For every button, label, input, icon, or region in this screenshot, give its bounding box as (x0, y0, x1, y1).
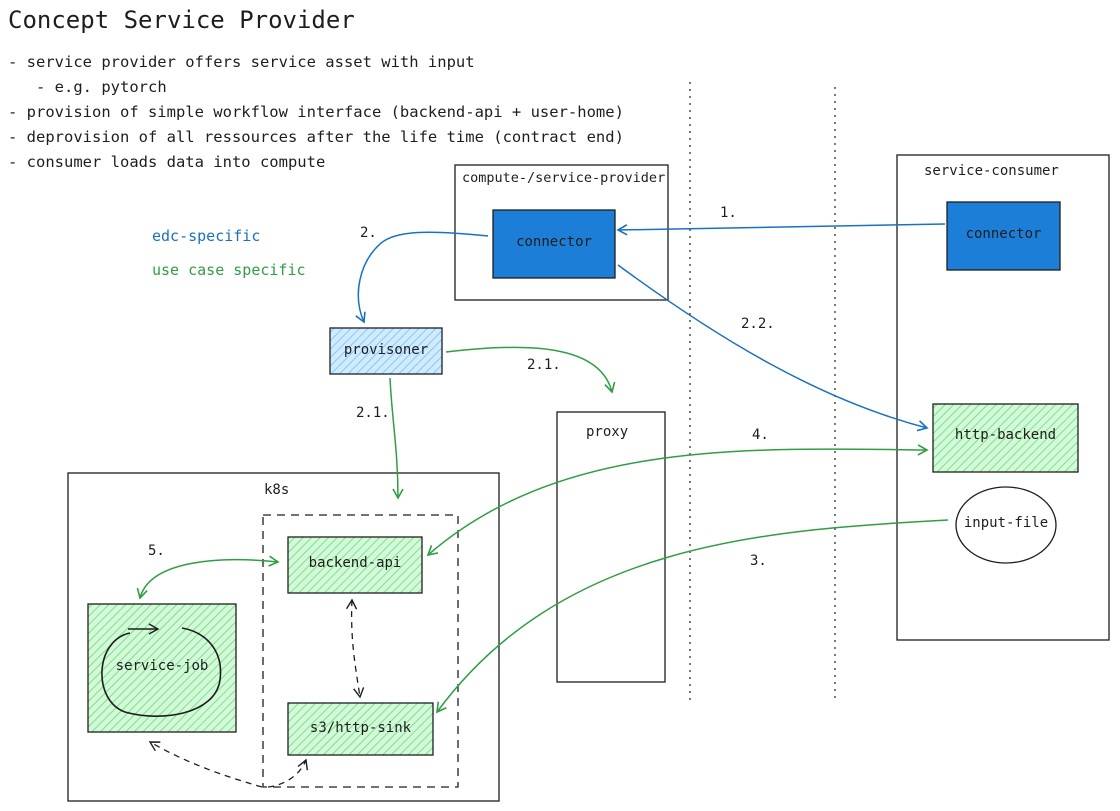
edge-step-1 (616, 223, 946, 236)
note-item: - service provider offers service asset … (8, 53, 475, 71)
edge-step-4 (426, 444, 929, 557)
loop-icon (101, 627, 222, 717)
input-file-label: input-file (963, 515, 1049, 531)
edge-to-service-job (148, 741, 263, 788)
backend-api-box[interactable] (287, 536, 423, 594)
page-title: Concept Service Provider (8, 6, 355, 34)
edge-step-2-1-k8s (389, 377, 404, 500)
notes-list: - service provider offers service asset … (8, 50, 624, 175)
step-label-3: 3. (750, 553, 767, 569)
provisioner-box[interactable] (329, 327, 443, 375)
note-item: - deprovision of all ressources after th… (8, 128, 624, 146)
consumer-connector-box[interactable] (946, 201, 1061, 271)
provider-container-label: compute-/service-provider (462, 170, 666, 186)
legend-edc-specific: edc-specific (152, 227, 261, 245)
provisioner-label: provisoner (343, 342, 429, 358)
service-job-label: service-job (115, 658, 209, 674)
http-backend-label: http-backend (954, 427, 1057, 443)
backend-api-label: backend-api (308, 555, 402, 571)
consumer-container (896, 154, 1110, 641)
k8s-label: k8s (264, 482, 290, 498)
edge-step-5 (136, 555, 280, 600)
provider-connector-label: connector (516, 234, 592, 250)
sink-box[interactable] (287, 702, 434, 756)
step-label-5: 5. (148, 543, 165, 559)
consumer-container-label: service-consumer (924, 163, 1059, 179)
edge-step-2 (355, 231, 489, 324)
legend-use-case-specific: use case specific (152, 261, 306, 279)
step-label-2-1: 2.1. (527, 357, 561, 373)
input-file-node[interactable] (955, 486, 1057, 564)
edge-step-3 (436, 519, 949, 714)
http-backend-box[interactable] (932, 403, 1079, 473)
note-item: - consumer loads data into compute (8, 153, 326, 171)
service-job-box[interactable] (87, 603, 237, 733)
edge-api-sink (345, 598, 365, 699)
step-label-2-1: 2.1. (356, 405, 390, 421)
proxy-box[interactable] (556, 411, 666, 683)
step-label-4: 4. (752, 427, 769, 443)
consumer-connector-label: connector (965, 226, 1042, 242)
note-item: - provision of simple workflow interface… (8, 103, 624, 121)
edge-to-sink (267, 758, 308, 788)
edge-step-2-2 (617, 264, 929, 432)
sink-label: s3/http-sink (309, 720, 412, 736)
step-label-2: 2. (360, 225, 377, 241)
k8s-namespace-group (262, 514, 459, 788)
provider-connector-box[interactable] (492, 209, 616, 279)
proxy-label: proxy (586, 424, 629, 440)
note-item: - e.g. pytorch (36, 78, 167, 96)
step-label-2-2: 2.2. (741, 316, 775, 332)
k8s-container (67, 472, 500, 802)
step-label-1: 1. (720, 205, 737, 221)
edge-step-2-1-proxy (445, 346, 616, 394)
